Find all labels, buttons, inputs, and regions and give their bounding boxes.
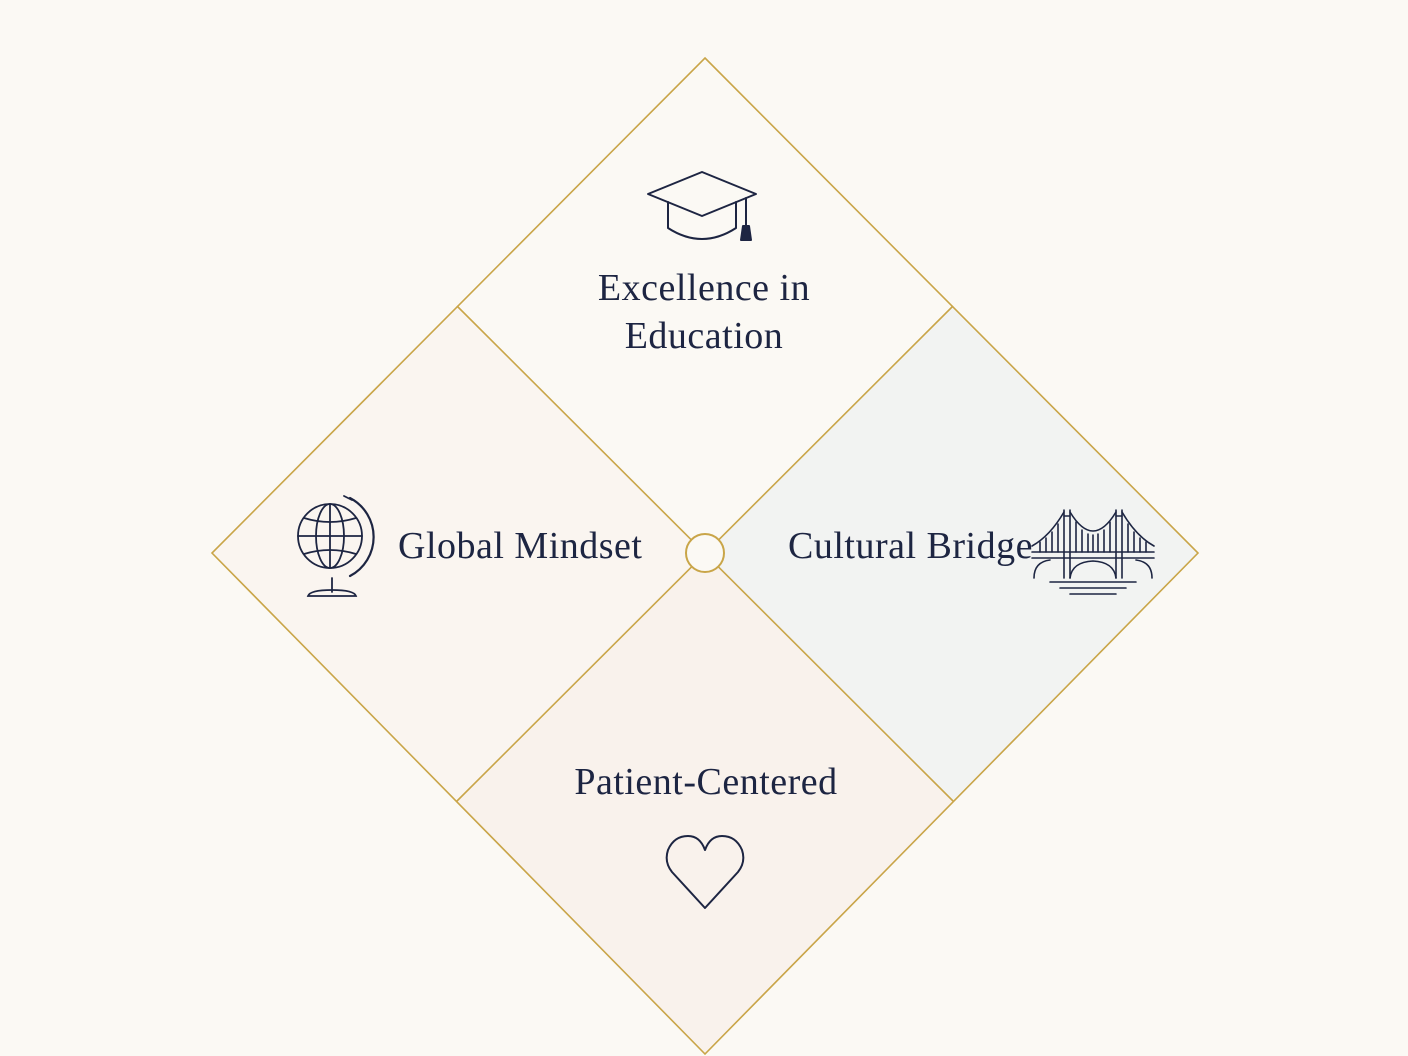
center-circle bbox=[685, 533, 725, 573]
label-patient-centered: Patient-Centered bbox=[574, 761, 838, 803]
outer-diamond bbox=[210, 56, 1200, 1056]
graduation-cap-icon bbox=[646, 170, 758, 244]
heart-icon bbox=[664, 832, 746, 912]
label-cultural-bridge: Cultural Bridge bbox=[788, 525, 1033, 567]
label-global-mindset: Global Mindset bbox=[398, 525, 643, 567]
bridge-icon bbox=[1030, 506, 1156, 596]
label-excellence-in-education: Excellence in Education bbox=[598, 264, 810, 360]
globe-icon bbox=[288, 494, 380, 600]
label-line-1: Excellence in bbox=[597, 267, 811, 309]
label-line-2: Education bbox=[624, 315, 784, 357]
